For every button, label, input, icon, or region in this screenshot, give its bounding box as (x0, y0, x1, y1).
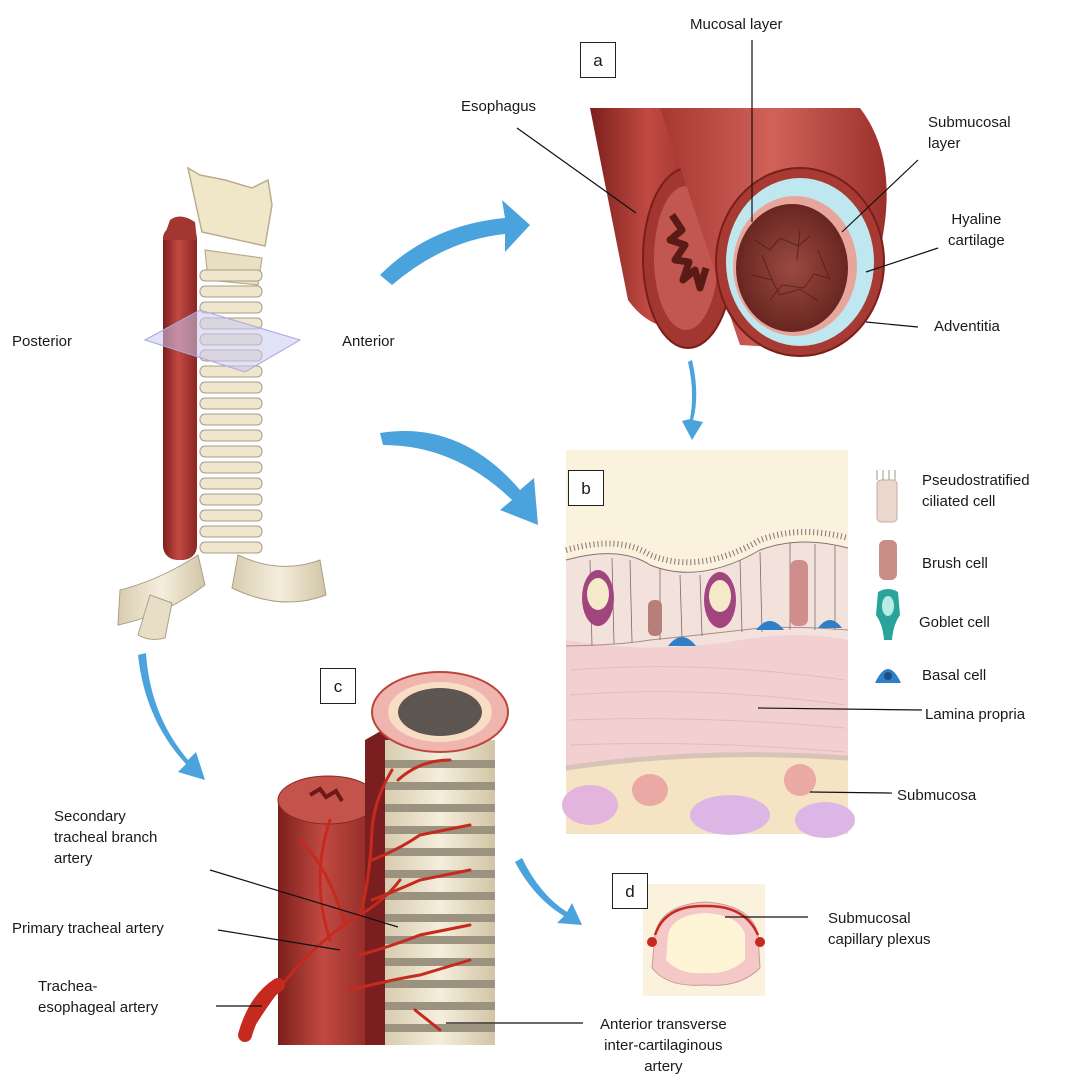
trachea-overview-illustration (118, 168, 326, 639)
tracheal-ring (200, 446, 262, 457)
panel-d-label: d (612, 873, 648, 909)
tracheal-ring (200, 526, 262, 537)
tracheal-ring (200, 542, 262, 553)
cartilage-ring-gap (385, 980, 495, 988)
primary-tracheal-artery-label: Primary tracheal artery (12, 918, 164, 939)
cartilage-ring-gap (385, 1002, 495, 1010)
tracheal-ring (200, 398, 262, 409)
panel-b-illustration (562, 450, 855, 838)
posterior-label: Posterior (12, 331, 72, 352)
cartilage-ring-gap (385, 782, 495, 790)
lamina-propria-label: Lamina propria (925, 704, 1025, 725)
legend-icons (875, 470, 901, 683)
esophagus-label: Esophagus (461, 96, 536, 117)
cartilage-ring-gap (385, 892, 495, 900)
legend-basal-cell-label: Basal cell (922, 665, 986, 686)
tracheal-ring (200, 478, 262, 489)
tracheal-ring (200, 382, 262, 393)
legend-brush-cell-label: Brush cell (922, 553, 988, 574)
panel-a-label: a (580, 42, 616, 78)
mucosal-layer-label: Mucosal layer (690, 14, 783, 35)
tracheal-ring (200, 270, 262, 281)
tracheal-ring (200, 510, 262, 521)
tracheal-ring (200, 302, 262, 313)
cartilage-ring-gap (385, 848, 495, 856)
panel-b-label: b (568, 470, 604, 506)
legend-goblet-cell-label: Goblet cell (919, 612, 990, 633)
panel-d-illustration (643, 884, 765, 996)
tracheal-ring (200, 462, 262, 473)
cartilage-ring-gap (385, 804, 495, 812)
cartilage-ring-gap (385, 958, 495, 966)
submucosa-label: Submucosa (897, 785, 976, 806)
adventitia-label: Adventitia (934, 316, 1000, 337)
panel-c-illustration (245, 672, 508, 1045)
tracheal-ring (200, 494, 262, 505)
tracheal-ring (200, 430, 262, 441)
anterior-label: Anterior (342, 331, 395, 352)
panel-c-label: c (320, 668, 356, 704)
tracheal-ring (200, 414, 262, 425)
tracheal-ring (200, 286, 262, 297)
cartilage-ring-gap (385, 914, 495, 922)
tracheo-esophageal-artery-label: Trachea-esophageal artery (38, 976, 158, 1018)
